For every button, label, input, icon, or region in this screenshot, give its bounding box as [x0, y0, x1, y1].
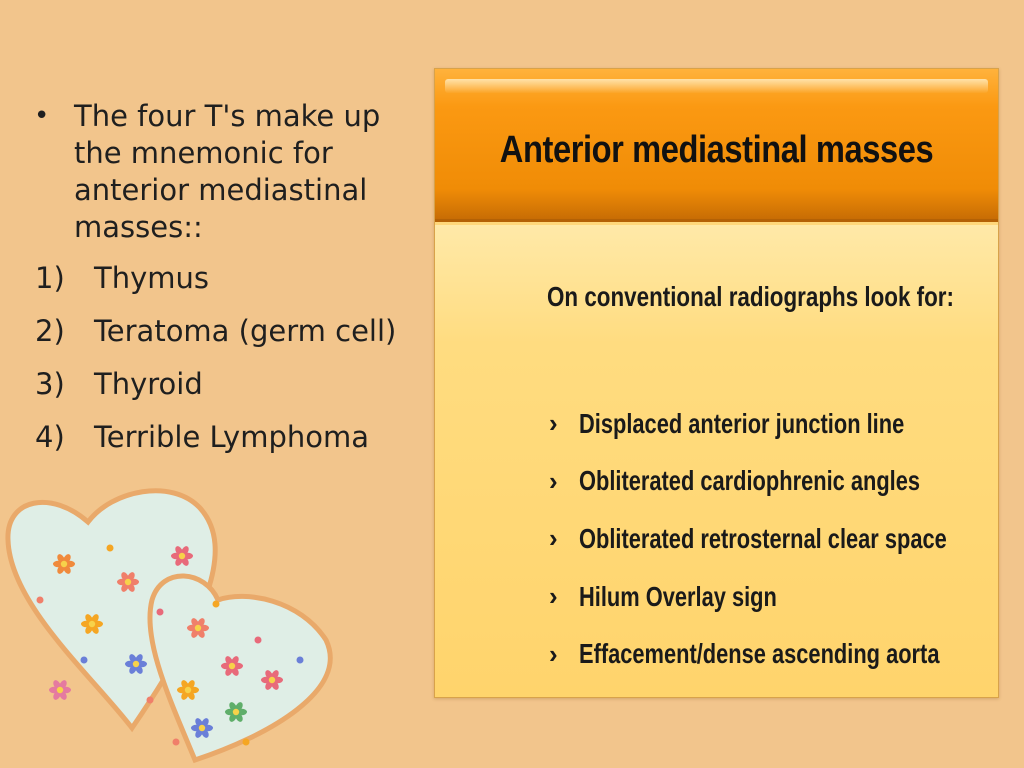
panel-item-text: Obliterated retrosternal clear space [579, 522, 947, 554]
panel-header: Anterior mediastinal masses [435, 69, 998, 222]
chevron-right-icon: › [549, 408, 558, 439]
numbered-item: 4) Terrible Lymphoma [30, 419, 422, 456]
flower-icon [221, 656, 243, 676]
panel-list-item: › Hilum Overlay sign [549, 568, 1024, 626]
flower-icon [171, 546, 193, 566]
panel-list: › Displaced anterior junction line › Obl… [549, 395, 1024, 683]
panel-item-text: Effacement/dense ascending aorta [579, 638, 940, 670]
panel-item-text: Obliterated cardiophrenic angles [579, 465, 921, 497]
list-item-text: Teratoma (germ cell) [94, 314, 397, 348]
bullet-icon: • [34, 101, 50, 131]
dot-icon [146, 696, 154, 704]
panel-list-item: › Obliterated cardiophrenic angles [549, 453, 1024, 511]
flower-icon [187, 618, 209, 638]
numbered-list: 1) Thymus 2) Teratoma (germ cell) 3) Thy… [30, 260, 422, 456]
panel-body: On conventional radiographs look for: › … [435, 225, 998, 697]
list-marker: 1) [35, 261, 65, 295]
panel-list-item: › Effacement/dense ascending aorta [549, 625, 1024, 683]
list-item-text: Thymus [94, 261, 209, 295]
dot-icon [80, 656, 88, 664]
flower-icon [125, 654, 147, 674]
dot-icon [36, 596, 44, 604]
anterior-mediastinal-masses-image: Anterior mediastinal masses On conventio… [434, 68, 999, 698]
left-text-column: • The four T's make up the mnemonic for … [30, 98, 422, 472]
numbered-item: 2) Teratoma (germ cell) [30, 313, 422, 350]
intro-bullet: • The four T's make up the mnemonic for … [30, 98, 422, 246]
flower-icon [225, 702, 247, 722]
dot-icon [296, 656, 304, 664]
flower-icon [53, 554, 75, 574]
list-marker: 4) [35, 420, 65, 454]
header-sheen [445, 79, 988, 93]
flower-icon [177, 680, 199, 700]
chevron-right-icon: › [549, 638, 558, 669]
dot-icon [172, 738, 180, 746]
panel-item-text: Hilum Overlay sign [579, 580, 777, 612]
panel-subtitle: On conventional radiographs look for: [547, 281, 954, 312]
dot-icon [254, 636, 262, 644]
numbered-item: 1) Thymus [30, 260, 422, 297]
chevron-right-icon: › [549, 581, 558, 612]
dot-icon [212, 600, 220, 608]
dot-icon [156, 608, 164, 616]
panel-list-item: › Obliterated retrosternal clear space [549, 510, 1024, 568]
flower-icon [117, 572, 139, 592]
list-item-text: Thyroid [94, 367, 203, 401]
chevron-right-icon: › [549, 523, 558, 554]
flower-icon [261, 670, 283, 690]
panel-item-text: Displaced anterior junction line [579, 407, 905, 439]
flower-icon [49, 680, 71, 700]
numbered-item: 3) Thyroid [30, 366, 422, 403]
panel-list-item: › Displaced anterior junction line [549, 395, 1024, 453]
intro-bullet-text: The four T's make up the mnemonic for an… [74, 99, 381, 244]
chevron-right-icon: › [549, 465, 558, 496]
dot-icon [106, 544, 114, 552]
dot-icon [242, 738, 250, 746]
list-marker: 2) [35, 314, 65, 348]
flower-icon [81, 614, 103, 634]
list-marker: 3) [35, 367, 65, 401]
list-item-text: Terrible Lymphoma [94, 420, 370, 454]
flower-icon [191, 718, 213, 738]
panel-title: Anterior mediastinal masses [499, 129, 934, 171]
hearts-decoration-icon [5, 488, 333, 764]
